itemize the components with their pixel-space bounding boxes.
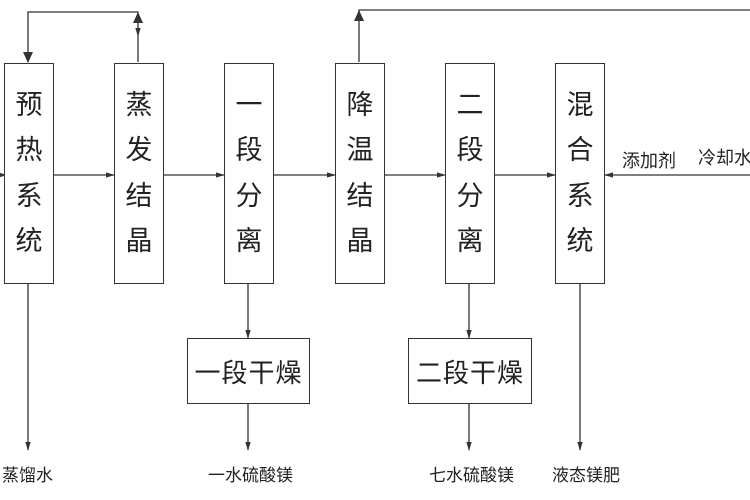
evaporation-char-4: 晶 xyxy=(125,225,153,257)
liquid-magnesium-fertilizer-label: 液态镁肥 xyxy=(552,466,620,486)
evaporation-char-3: 结 xyxy=(125,180,153,212)
additive-label: 添加剂 xyxy=(622,151,676,172)
stage2-sep-char-4: 离 xyxy=(456,225,484,257)
magnesium-sulfate-monohydrate-label: 一水硫酸镁 xyxy=(208,466,293,486)
evaporation-char-2: 发 xyxy=(125,135,153,167)
stage1-separation-box: 一 段 分 离 xyxy=(224,63,274,284)
stage1-drying-box: 一段干燥 xyxy=(187,338,310,404)
stage2-sep-char-3: 分 xyxy=(456,180,484,212)
stage1-sep-char-1: 一 xyxy=(235,90,263,122)
stage2-drying-label: 二段干燥 xyxy=(415,358,524,389)
arrowhead-loop-down-preheat xyxy=(23,52,33,63)
stage1-sep-char-2: 段 xyxy=(235,135,263,167)
stage2-sep-char-1: 二 xyxy=(456,90,484,122)
arrowhead-loop-up-evaporation xyxy=(133,12,143,23)
preheat-char-2: 热 xyxy=(15,135,43,167)
mixing-char-2: 合 xyxy=(566,135,594,167)
preheat-system-box: 预 热 系 统 xyxy=(4,63,54,284)
mixing-system-box: 混 合 系 统 xyxy=(555,63,605,284)
vapor-recycle-loop xyxy=(27,11,139,62)
cooling-char-3: 结 xyxy=(346,180,374,212)
mixing-char-3: 系 xyxy=(566,180,594,212)
magnesium-sulfate-heptahydrate-label: 七水硫酸镁 xyxy=(429,466,514,486)
mixing-char-1: 混 xyxy=(566,90,594,122)
cooling-crystallization-box: 降 温 结 晶 xyxy=(335,63,385,284)
stage2-sep-char-2: 段 xyxy=(456,135,484,167)
cooling-char-1: 降 xyxy=(346,90,374,122)
preheat-char-3: 系 xyxy=(15,180,43,212)
cooling-water-return-line xyxy=(358,9,750,62)
stage1-sep-char-3: 分 xyxy=(235,180,263,212)
stage1-sep-char-4: 离 xyxy=(235,225,263,257)
cooling-char-2: 温 xyxy=(346,135,374,167)
evaporation-char-1: 蒸 xyxy=(125,90,153,122)
distilled-water-label: 蒸馏水 xyxy=(2,466,53,486)
evaporation-crystallization-box: 蒸 发 结 晶 xyxy=(114,63,164,284)
cooling-water-label: 冷却水 xyxy=(698,148,750,169)
arrowhead-top-up-cooling xyxy=(354,10,364,21)
preheat-char-4: 统 xyxy=(15,225,43,257)
stage2-separation-box: 二 段 分 离 xyxy=(445,63,495,284)
cooling-char-4: 晶 xyxy=(346,225,374,257)
stage2-drying-box: 二段干燥 xyxy=(408,338,532,404)
preheat-char-1: 预 xyxy=(15,90,43,122)
mixing-char-4: 统 xyxy=(566,225,594,257)
stage1-drying-label: 一段干燥 xyxy=(194,358,303,389)
